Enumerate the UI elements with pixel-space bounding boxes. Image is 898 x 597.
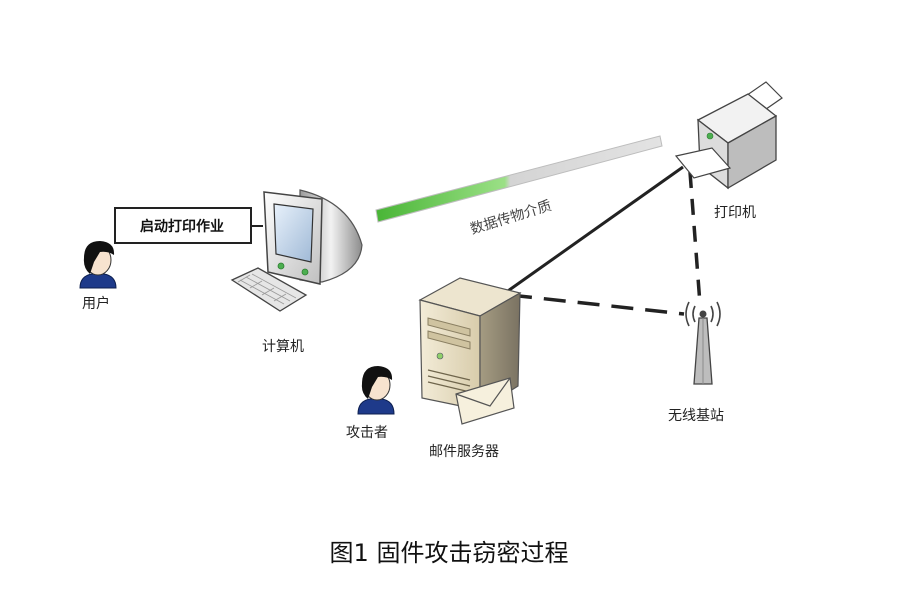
user-icon — [79, 273, 117, 289]
attacker-person: 攻击者 — [346, 366, 395, 441]
power-led-icon — [277, 262, 285, 270]
printer: 打印机 — [674, 81, 783, 221]
wifi-signal-icon — [685, 301, 721, 327]
mail-envelope-icon — [455, 377, 515, 425]
computer-label: 计算机 — [262, 339, 304, 355]
link-server-basestation — [509, 293, 685, 316]
user-label: 用户 — [82, 295, 110, 312]
printer-paper-icon — [674, 147, 732, 179]
link-printer-basestation — [688, 171, 702, 305]
computer: 计算机 — [230, 189, 363, 355]
mail-server: 邮件服务器 — [418, 277, 522, 460]
user-person: 用户 — [79, 241, 117, 312]
printer-label: 打印机 — [714, 204, 756, 221]
link-server-printer — [504, 165, 684, 295]
attacker-label: 攻击者 — [346, 425, 388, 441]
callout-text: 启动打印作业 — [140, 218, 224, 235]
mail-server-label: 邮件服务器 — [429, 444, 499, 460]
figure-caption: 图1 固件攻击窃密过程 — [329, 539, 569, 567]
attacker-icon — [357, 398, 395, 415]
print-job-callout: 启动打印作业 — [114, 207, 263, 244]
base-station: 无线基站 — [668, 301, 724, 424]
network-links — [504, 165, 702, 316]
data-medium-bar: 数据传物介质 — [375, 135, 663, 238]
base-station-label: 无线基站 — [668, 407, 724, 424]
medium-label: 数据传物介质 — [468, 198, 553, 238]
